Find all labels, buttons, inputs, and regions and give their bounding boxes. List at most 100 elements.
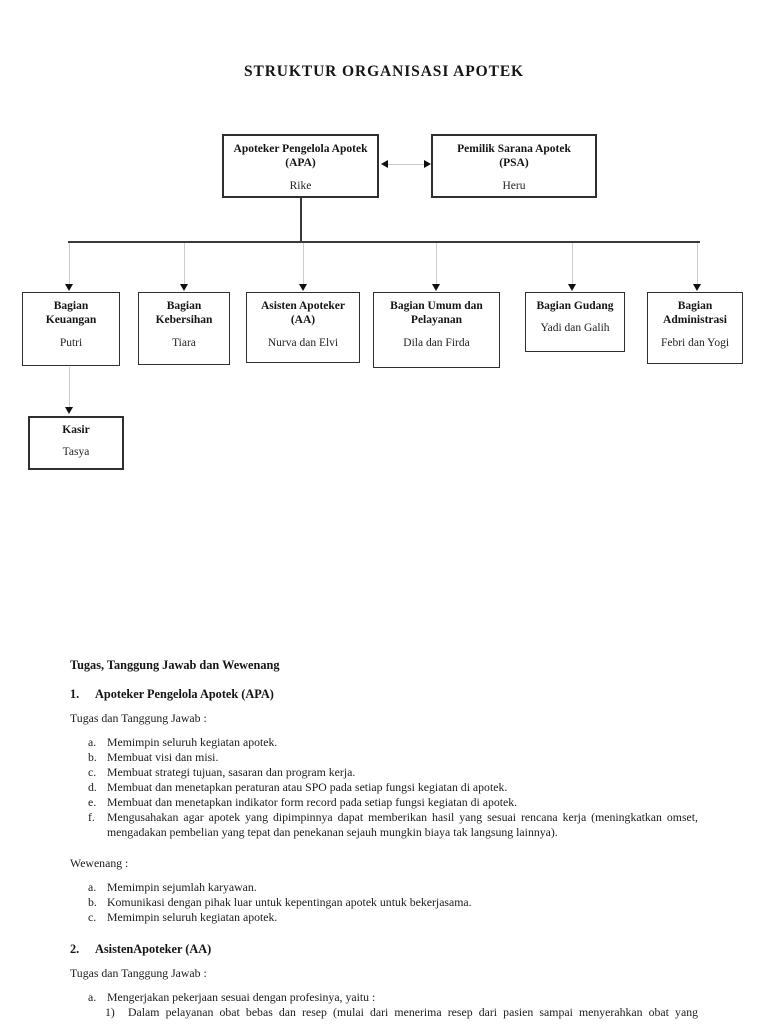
list-item-text: Mengerjakan pekerjaan sesuai dengan prof…	[107, 990, 376, 1004]
tugas-label: Tugas dan Tanggung Jawab :	[70, 711, 207, 725]
node-person: Putri	[59, 337, 83, 349]
org-node-kebersihan: Bagian Kebersihan Tiara	[138, 292, 230, 365]
wewenang-list: a. Memimpin sejumlah karyawan. b. Komunikas…	[70, 880, 698, 925]
node-person: Heru	[502, 180, 526, 192]
list-item: a. Mengerjakan pekerjaan sesuai dengan pr…	[88, 990, 698, 1005]
section-number: 1.	[70, 687, 80, 701]
node-title-line: (AA)	[290, 314, 316, 326]
list-item-marker: e.	[88, 795, 97, 809]
node-title-line: Pelayanan	[410, 314, 463, 326]
org-node-asisten-apoteker: Asisten Apoteker (AA) Nurva dan Elvi	[246, 292, 360, 363]
arrow-right-icon	[424, 160, 431, 168]
org-node-psa: Pemilik Sarana Apotek (PSA) Heru	[431, 134, 597, 198]
connector-distribution-line	[68, 241, 700, 243]
connector-apa-psa	[381, 160, 431, 168]
list-item: b. Komunikasi dengan pihak luar untuk kep…	[88, 895, 698, 910]
node-person: Nurva dan Elvi	[267, 337, 339, 349]
section-number: 2.	[70, 942, 80, 956]
node-title-line: Apoteker Pengelola Apotek	[233, 143, 368, 155]
arrow-down-icon	[693, 284, 701, 291]
list-item-marker: f.	[88, 810, 95, 824]
arrow-down-icon	[432, 284, 440, 291]
tugas-label: Tugas dan Tanggung Jawab :	[70, 966, 207, 980]
list-item: c. Memimpin seluruh kegiatan apotek.	[88, 910, 698, 925]
list-item-marker: a.	[88, 880, 97, 894]
node-title-line: Administrasi	[663, 314, 727, 326]
org-node-keuangan: Bagian Keuangan Putri	[22, 292, 120, 366]
arrow-down-icon	[180, 284, 188, 291]
list-item: e. Membuat dan menetapkan indikator form …	[88, 795, 698, 810]
list-item-marker: b.	[88, 895, 97, 909]
arrow-down-icon	[65, 407, 73, 414]
connector-drop-gudang	[568, 243, 576, 291]
node-title-line: Bagian	[166, 300, 202, 312]
node-title-line: Bagian	[677, 300, 713, 312]
node-person: Rike	[289, 180, 312, 192]
list-item-marker: a.	[88, 990, 97, 1004]
section2-list: a. Mengerjakan pekerjaan sesuai dengan pr…	[70, 990, 698, 1020]
list-item-text: Mengusahakan agar apotek yang dipimpinny…	[107, 810, 698, 839]
list-item-text: Membuat visi dan misi.	[107, 750, 219, 764]
node-person: Yadi dan Galih	[540, 322, 610, 334]
node-title: Bagian Kebersihan	[156, 299, 213, 327]
list-item-text: Komunikasi dengan pihak luar untuk kepen…	[107, 895, 472, 909]
node-title-line: Pemilik Sarana Apotek	[457, 143, 571, 155]
org-node-administrasi: Bagian Administrasi Febri dan Yogi	[647, 292, 743, 364]
tugas-list: a.Memimpin seluruh kegiatan apotek.b. Mem…	[70, 735, 698, 840]
section1-title: 1. Apoteker Pengelola Apotek (APA)	[70, 687, 698, 702]
list-item-marker: d.	[88, 780, 97, 794]
node-title: Asisten Apoteker (AA)	[261, 299, 345, 327]
node-title-line: Kebersihan	[155, 314, 213, 326]
list-item: d. Membuat dan menetapkan peraturan atau …	[88, 780, 698, 795]
list-item: c.Membuat strategi tujuan, sasaran dan p…	[88, 765, 698, 780]
list-item: b. Membuat visi dan misi.	[88, 750, 698, 765]
node-person: Tasya	[62, 446, 90, 458]
list-item-marker: b.	[88, 750, 97, 764]
arrow-down-icon	[568, 284, 576, 291]
node-title-line: Kasir	[62, 424, 90, 436]
connector-drop-administrasi	[693, 243, 701, 291]
node-person: Tiara	[172, 337, 196, 349]
node-title: Pemilik Sarana Apotek (PSA)	[457, 142, 571, 170]
node-title: Apoteker Pengelola Apotek (APA)	[234, 142, 368, 170]
list-item-marker: c.	[88, 910, 97, 924]
node-title: Kasir	[62, 423, 89, 437]
list-item: a.Memimpin seluruh kegiatan apotek.	[88, 735, 698, 750]
node-title-line: (APA)	[285, 157, 316, 169]
node-person: Dila dan Firda	[403, 337, 470, 349]
list-item: f. Mengusahakan agar apotek yang dipimpin…	[88, 810, 698, 840]
wewenang-label: Wewenang :	[70, 856, 129, 870]
node-title: Bagian Gudang	[536, 299, 613, 313]
connector-drop-keuangan	[65, 243, 73, 291]
list-item-text: Dalam pelayanan obat bebas dan resep (mu…	[128, 1005, 698, 1019]
arrow-left-icon	[381, 160, 388, 168]
connector-drop-kebersihan	[180, 243, 188, 291]
node-title: Bagian Umum dan Pelayanan	[390, 299, 483, 327]
connector-apa-trunk	[300, 197, 302, 242]
list-item-text: Membuat dan menetapkan indikator form re…	[107, 795, 518, 809]
document-body: Tugas, Tanggung Jawab dan Wewenang 1. Ap…	[70, 658, 698, 1020]
list-item-text: Memimpin seluruh kegiatan apotek.	[107, 910, 278, 924]
list-item-text: Membuat dan menetapkan peraturan atau SP…	[107, 780, 508, 794]
node-person: Febri dan Yogi	[660, 337, 730, 349]
org-node-gudang: Bagian Gudang Yadi dan Galih	[525, 292, 625, 352]
org-node-apa: Apoteker Pengelola Apotek (APA) Rike	[222, 134, 379, 198]
node-title: Bagian Keuangan	[46, 299, 97, 327]
node-title: Bagian Administrasi	[663, 299, 727, 327]
list-item-text: Memimpin seluruh kegiatan apotek.	[107, 735, 278, 749]
section-heading: Tugas, Tanggung Jawab dan Wewenang	[70, 658, 280, 672]
node-title-line: Bagian Umum dan	[390, 300, 483, 312]
node-title-line: Keuangan	[45, 314, 97, 326]
section-title-text: AsistenApoteker (AA)	[95, 942, 212, 956]
page-title: STRUKTUR ORGANISASI APOTEK	[243, 63, 525, 80]
org-node-kasir: Kasir Tasya	[28, 416, 124, 470]
node-title-line: Bagian Gudang	[536, 300, 614, 312]
list-item-text: Memimpin sejumlah karyawan.	[107, 880, 257, 894]
section2-title: 2. AsistenApoteker (AA)	[70, 942, 698, 957]
node-title-line: Asisten Apoteker	[260, 300, 345, 312]
section-title-text: Apoteker Pengelola Apotek (APA)	[95, 687, 274, 701]
org-node-umum-pelayanan: Bagian Umum dan Pelayanan Dila dan Firda	[373, 292, 500, 368]
list-item: a. Memimpin sejumlah karyawan.	[88, 880, 698, 895]
node-title-line: (PSA)	[499, 157, 529, 169]
connector-drop-umum	[432, 243, 440, 291]
